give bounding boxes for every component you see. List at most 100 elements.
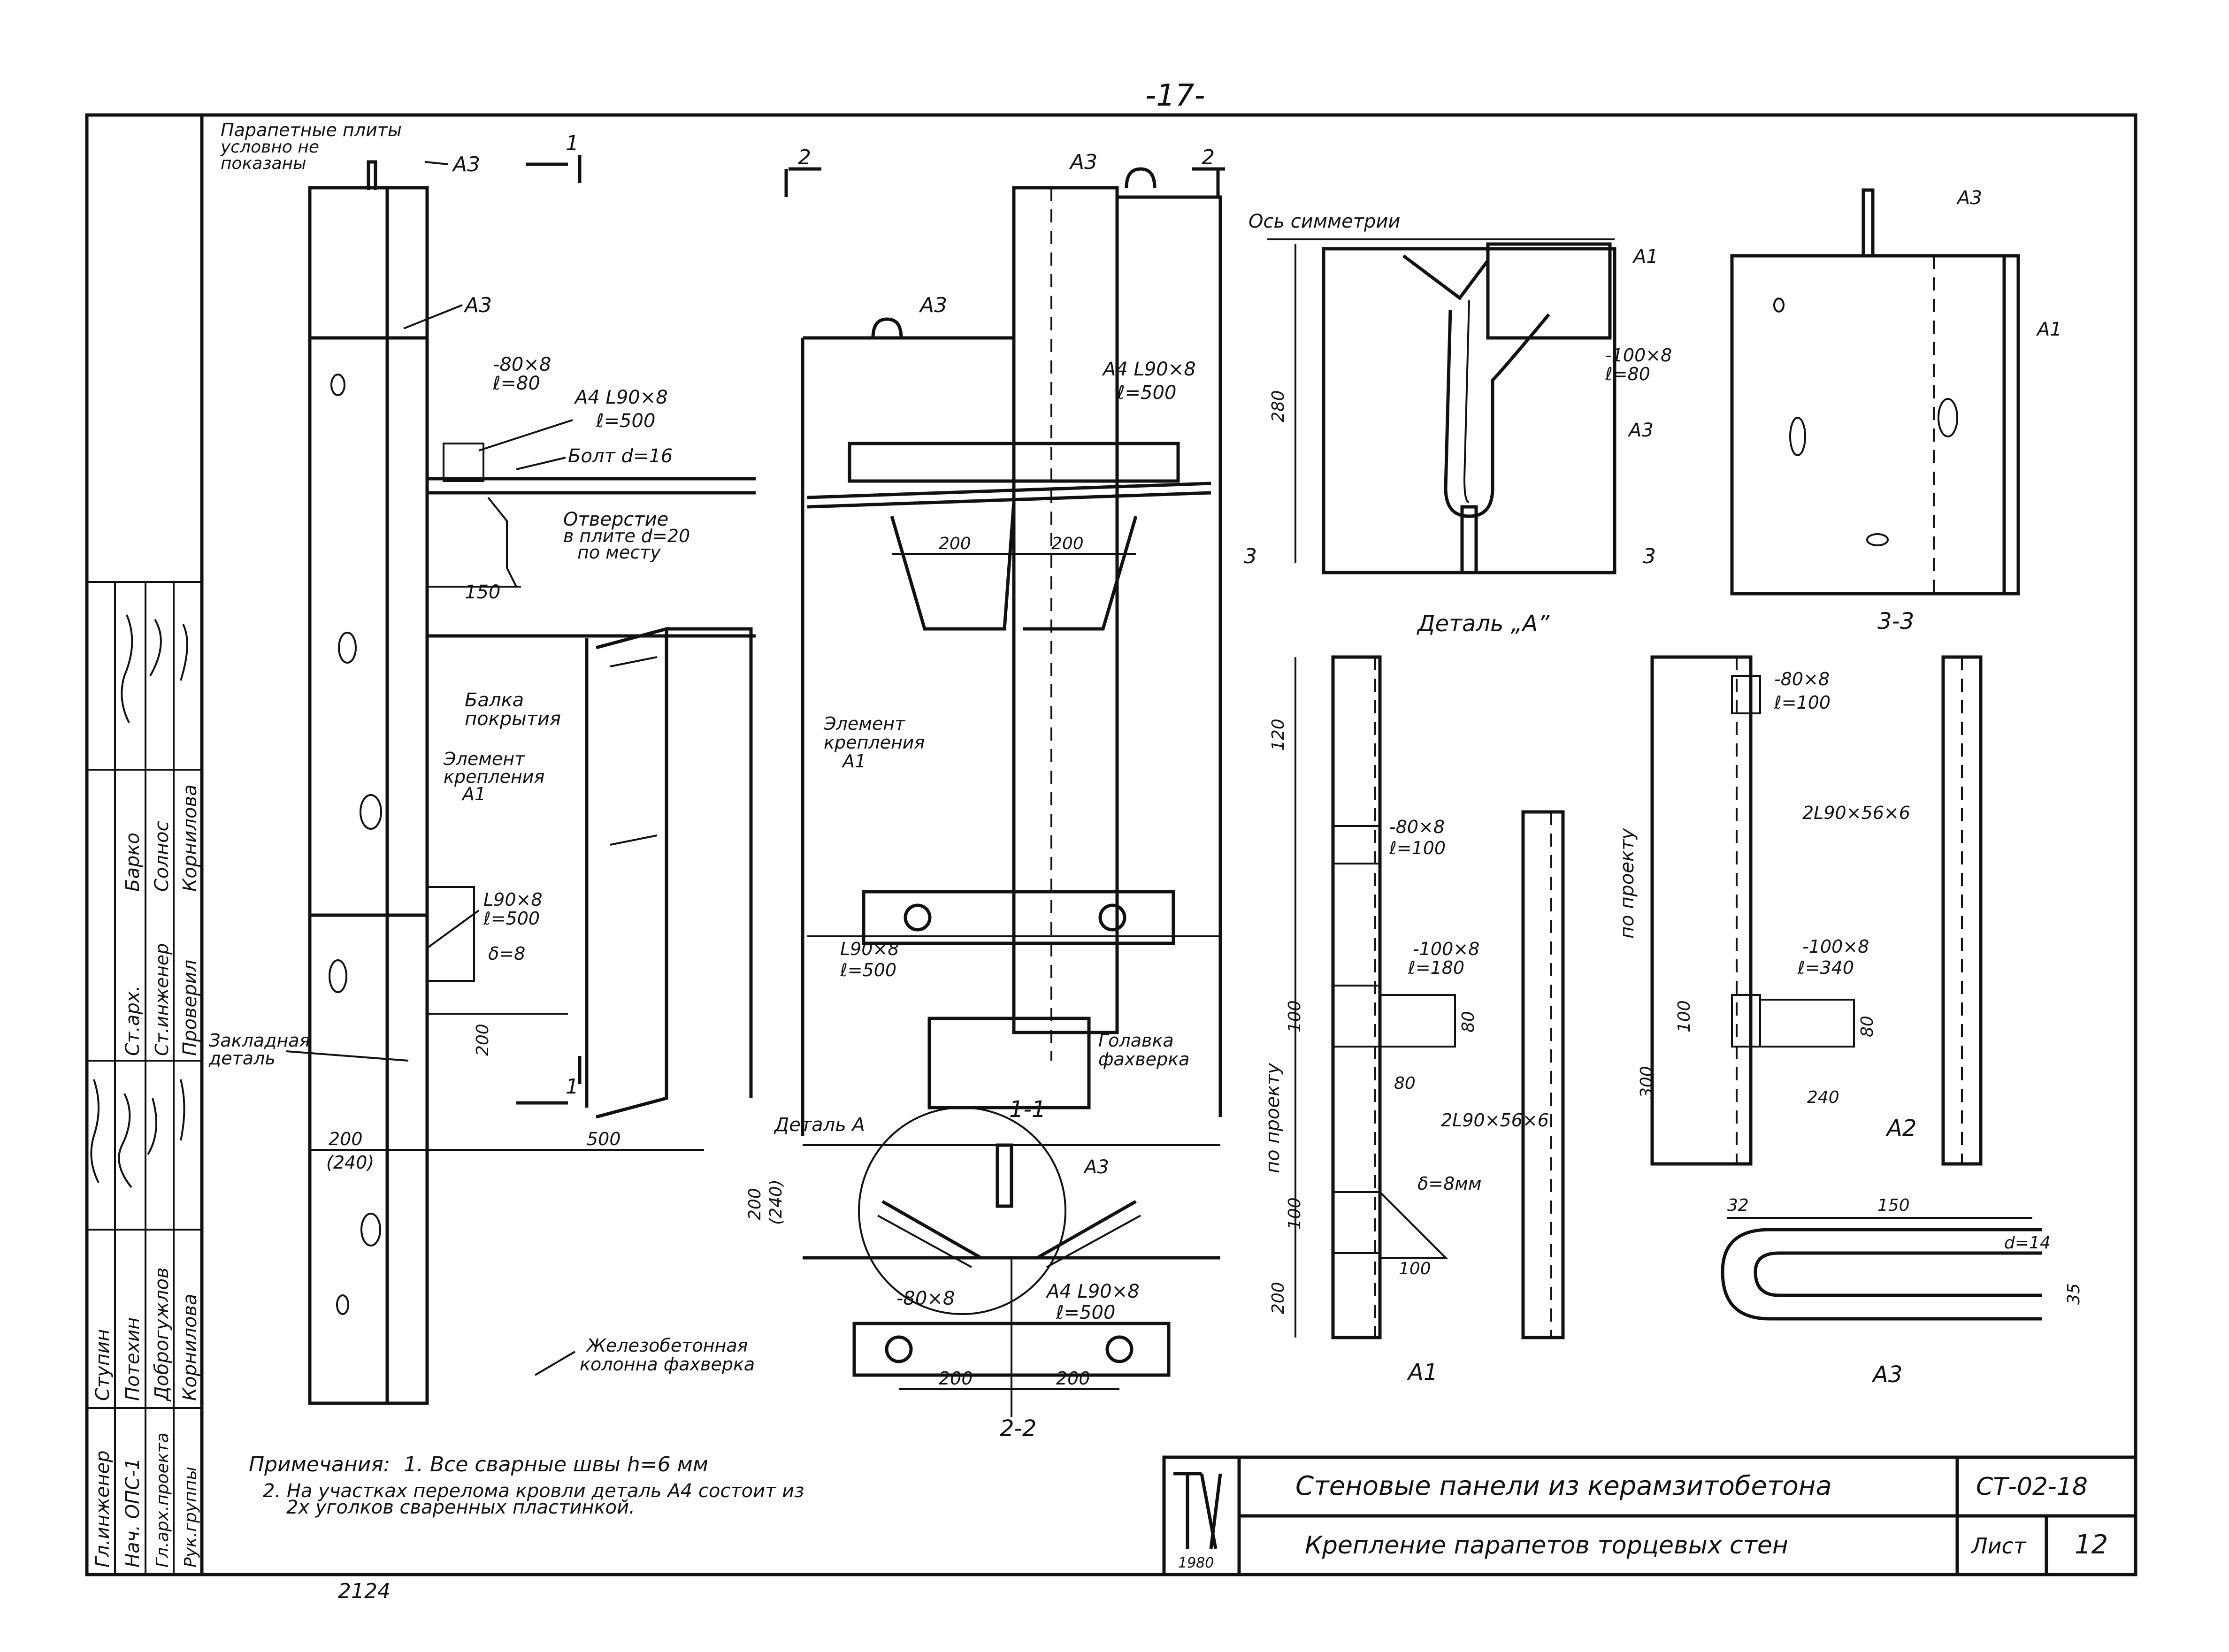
a3-callout-mid: А3: [463, 293, 492, 317]
a1-dim-200: 200: [1269, 1282, 1288, 1314]
a4-angle-label: А4 L90×8: [574, 387, 668, 408]
title-line1: Стеновые панели из керамзитобетона: [1295, 1471, 1832, 1501]
dim-280: 280: [1269, 390, 1288, 422]
plate-80x8-22: -80×8: [896, 1288, 955, 1309]
sig-role-2: Нач. ОПС-1: [122, 1458, 144, 1568]
a3-callout-detail: А3: [1627, 420, 1654, 441]
a1-dim-100c: 100: [1399, 1259, 1431, 1278]
plate-80-detail: ℓ=80: [1605, 364, 1650, 384]
doc-code: СТ-02-18: [1976, 1473, 2088, 1501]
notes-line1: 1. Все сварные швы h=6 мм: [404, 1453, 708, 1476]
sheet-label: Лист: [1970, 1533, 2027, 1559]
a3-dim-35: 35: [2064, 1283, 2083, 1305]
plate-100-detail: -100×8: [1605, 345, 1672, 366]
a2-plate1: -80×8: [1774, 669, 1830, 689]
plate-80x8-label: -80×8: [493, 354, 551, 375]
a1-callout-33: А1: [2036, 319, 2062, 340]
section-3-3-label: 3-3: [1877, 608, 1914, 635]
hole-label-1: Отверстие: [563, 509, 668, 530]
a2-plate2-len: ℓ=340: [1797, 957, 1854, 978]
a1-dim-120: 120: [1269, 719, 1288, 751]
a4-len-label: ℓ=500: [596, 410, 655, 432]
dim-200-240-b: (240): [326, 1152, 374, 1173]
dim-200-11b: 200: [1051, 534, 1084, 553]
notes-block: Примечания: 1. Все сварные швы h=6 мм 2.…: [249, 1453, 804, 1518]
page-number: -17-: [1145, 78, 1205, 113]
a2-dim-100: 100: [1675, 1000, 1694, 1032]
a3-callout-22: А3: [1083, 1156, 1109, 1178]
a2-by-project: по проекту: [1616, 828, 1638, 939]
cut-2-left: 2: [798, 145, 811, 169]
fix-left-3: А1: [461, 784, 486, 804]
part-a3-view: 32 150 d=14 35 А3: [1721, 1196, 2083, 1388]
beam-label-1: Балка: [465, 689, 524, 711]
a2-plate2: -100×8: [1802, 936, 1869, 957]
wall-section-view: Парапетные плиты условно не показаны А3 …: [208, 120, 756, 1405]
sig-role-1: Гл.инженер: [92, 1450, 114, 1568]
a1-plate1-len: ℓ=100: [1389, 838, 1446, 858]
rc-column-2: колонна фахверка: [580, 1354, 755, 1375]
section-1-1-view: 2 2 А3 А3 А4 L90×8 ℓ=500 200 200 Элемент…: [784, 145, 1225, 1136]
embedded-1: Закладная: [209, 1030, 310, 1051]
notes-heading: Примечания:: [249, 1453, 391, 1476]
column-head-1: Голавка: [1098, 1030, 1174, 1051]
a1-angles: 2L90×56×6: [1441, 1110, 1549, 1131]
cut-1-top: 1: [566, 131, 579, 155]
sig-name-3: Доброгужлов: [151, 1267, 173, 1402]
a1-callout-detail: А1: [1632, 246, 1658, 268]
a3-dim-150: 150: [1877, 1196, 1910, 1215]
a1-plate2-len: ℓ=180: [1408, 957, 1464, 978]
embedded-2: деталь: [208, 1048, 276, 1069]
beam-label-2: покрытия: [465, 708, 561, 730]
detail-a-link: Деталь А: [774, 1114, 865, 1136]
symmetry-axis: Ось симметрии: [1249, 211, 1400, 232]
sig-role-7: Проверил: [179, 960, 201, 1056]
sig-name-1: Ступин: [92, 1329, 114, 1401]
a3-dim-d14: d=14: [2004, 1233, 2051, 1253]
section-1-1-label: 1-1: [1009, 1096, 1046, 1123]
part-a1-view: -80×8 ℓ=100 -100×8 ℓ=180 2L90×56×6 δ=8мм…: [1262, 655, 1565, 1385]
fix-left-1: Элемент: [443, 749, 526, 769]
sheet-number: 12: [2075, 1530, 2108, 1560]
cut-3-left: 3: [1244, 544, 1257, 568]
cut-2-right: 2: [1202, 145, 1215, 169]
sig-name-6: Солнос: [151, 821, 173, 892]
angle-len-label: ℓ=500: [483, 908, 540, 929]
parapet-note-2: условно не: [220, 138, 319, 157]
part-a2-view: -80×8 ℓ=100 2L90×56×6 -100×8 ℓ=340 по пр…: [1616, 655, 1983, 1166]
section-2-2-view: Деталь А А3 200 (240) -80×8 А4 L90×8 ℓ=5…: [745, 1107, 1220, 1442]
sig-name-7: Корнилова: [179, 784, 201, 892]
sig-role-5: Ст.арх.: [122, 986, 144, 1056]
a2-dim-300: 300: [1637, 1066, 1656, 1098]
a4-l90-22: А4 L90×8: [1045, 1281, 1140, 1302]
logo-year: 1980: [1178, 1555, 1214, 1571]
detail-a-view: Ось симметрии А1 -100×8 ℓ=80 А3 280 3 3 …: [1244, 211, 1672, 637]
a3-callout-11b: А3: [919, 293, 947, 317]
fix-mid-1: Элемент: [823, 713, 906, 734]
dim-200-22b: 200: [1056, 1368, 1090, 1389]
section-2-2-label: 2-2: [1000, 1415, 1036, 1442]
l500-11: ℓ=500: [840, 960, 896, 980]
dim-200-11a: 200: [939, 534, 971, 553]
parapet-note-3: показаны: [221, 154, 306, 173]
bolt-label: Болт d=16: [568, 445, 673, 467]
a2-dim-240: 240: [1807, 1088, 1839, 1107]
l90-11: L90×8: [840, 939, 899, 959]
drawing-frame: [85, 113, 2137, 1576]
a3-callout-11: А3: [1069, 150, 1097, 174]
fix-left-2: крепления: [444, 766, 544, 787]
hole-label-2: в плите d=20: [563, 526, 690, 546]
section-3-3-view: А3 А1 3-3: [1730, 187, 2062, 635]
a2-dim-80: 80: [1858, 1016, 1877, 1037]
dim-200-240-22b: (240): [766, 1179, 786, 1225]
dim-200-left: 200: [473, 1024, 492, 1056]
dim-200-240-22a: 200: [745, 1188, 765, 1220]
a2-angles: 2L90×56×6: [1802, 803, 1910, 823]
a4-len-11: ℓ=500: [1117, 382, 1176, 404]
part-a2-label: А2: [1885, 1115, 1916, 1141]
a1-plate2: -100×8: [1413, 939, 1479, 959]
a3-callout-top: А3: [452, 153, 480, 176]
cut-3-right: 3: [1643, 544, 1656, 568]
sig-name-5: Барко: [122, 833, 144, 892]
